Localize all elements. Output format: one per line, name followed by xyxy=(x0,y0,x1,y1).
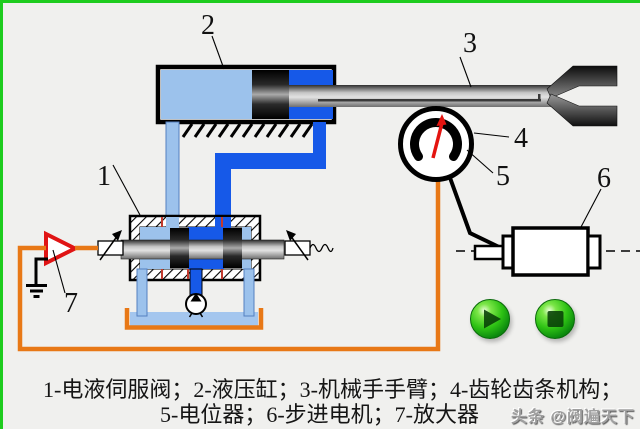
potentiometer-gauge xyxy=(398,106,474,182)
ground-icon xyxy=(26,257,48,298)
hydraulic-pipes xyxy=(165,121,326,219)
spool-rod xyxy=(120,239,285,260)
stop-icon xyxy=(547,311,564,327)
diagram-canvas: 1 2 3 4 5 6 7 xyxy=(17,10,640,352)
stepper-motor xyxy=(456,226,640,277)
play-icon xyxy=(484,309,501,329)
pump-icon xyxy=(185,293,207,318)
callout-potentiometer: 5 xyxy=(496,161,510,192)
callout-stepper-motor: 6 xyxy=(597,163,611,194)
motor-shaft xyxy=(473,244,505,261)
servo-valve xyxy=(120,214,285,296)
tank xyxy=(124,308,264,330)
arrow-icon xyxy=(286,230,296,241)
return-line-right xyxy=(243,268,255,317)
return-line-left xyxy=(136,268,148,317)
feedback-wire xyxy=(17,180,441,352)
callout-hydraulic-cylinder: 2 xyxy=(201,10,215,41)
rack-line xyxy=(318,99,541,102)
mount-hatching xyxy=(181,123,314,138)
linkage-rod xyxy=(447,174,500,249)
play-button[interactable] xyxy=(470,299,510,339)
amplifier xyxy=(44,230,80,267)
potentiometer-track xyxy=(410,118,462,161)
callout-manipulator-arm: 3 xyxy=(463,28,477,59)
tank-fluid xyxy=(130,312,258,326)
callout-servo-valve: 1 xyxy=(97,161,111,192)
gripper-lower-jaw xyxy=(546,93,618,127)
stop-button[interactable] xyxy=(535,299,575,339)
arrow-icon xyxy=(112,230,122,241)
pipe-dark-blue xyxy=(215,122,326,218)
watermark: 头条 @阀遍天下 xyxy=(510,409,635,426)
gripper-upper-jaw xyxy=(546,65,618,99)
solenoid-right xyxy=(284,230,334,261)
motor-body xyxy=(511,226,590,277)
spool-land-left xyxy=(170,228,189,268)
piston xyxy=(252,70,289,119)
caption-line-1: 1-电液伺服阀；2-液压缸；3-机械手手臂；4-齿轮齿条机构； xyxy=(43,377,623,402)
needle-icon xyxy=(431,122,444,159)
cylinder-left-chamber xyxy=(161,70,252,119)
spring-icon xyxy=(309,243,334,253)
caption-line-2: 5-电位器；6-步进电机；7-放大器 xyxy=(160,402,479,427)
pipe-light-blue xyxy=(165,121,180,219)
manipulator-arm xyxy=(289,65,618,127)
solenoid-left xyxy=(97,230,124,261)
callout-gear-rack: 4 xyxy=(514,123,528,154)
spool-land-right xyxy=(223,228,242,268)
callout-amplifier: 7 xyxy=(64,288,78,319)
callout-leader-lines xyxy=(52,35,602,294)
